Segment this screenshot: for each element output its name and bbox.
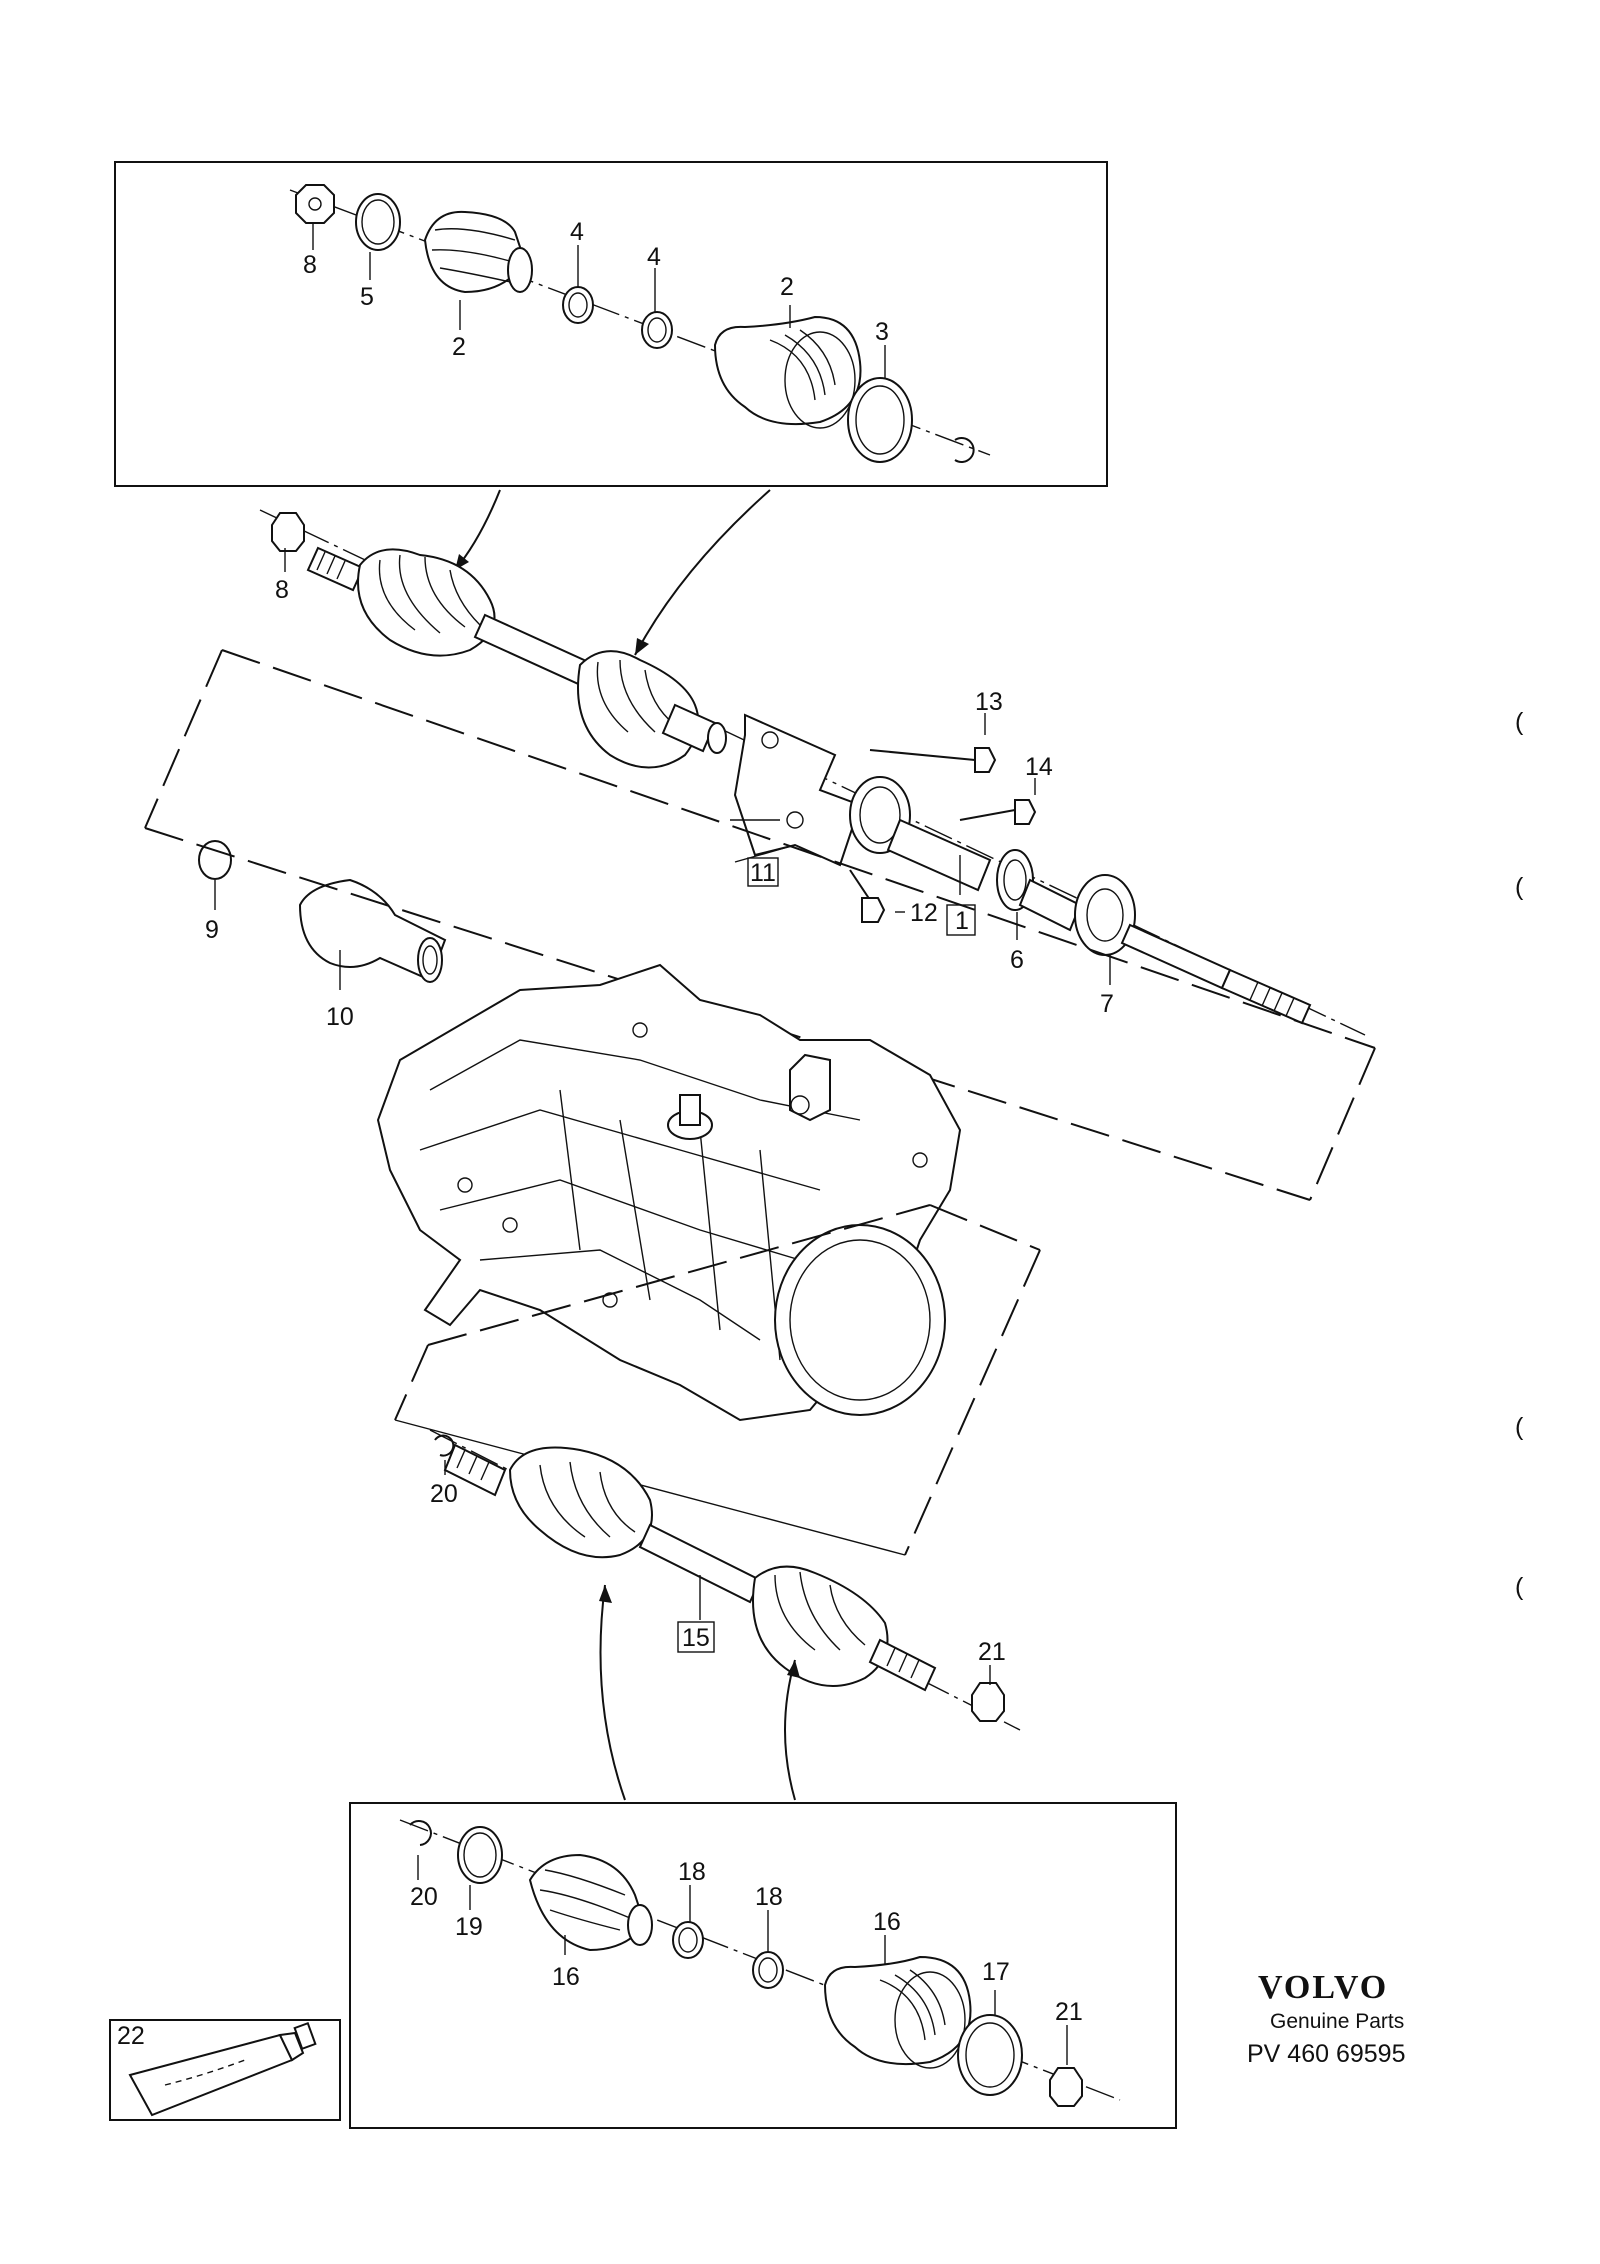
margin-mark: ( bbox=[1515, 1413, 1524, 1441]
circlip-icon bbox=[409, 1820, 432, 1846]
clamp-ring-icon bbox=[847, 377, 913, 463]
callout-label: 14 bbox=[1025, 753, 1053, 781]
clamp-ring-icon bbox=[957, 2014, 1023, 2096]
part-number: PV 460 69595 bbox=[1247, 2040, 1405, 2068]
callout-label: 5 bbox=[360, 283, 374, 311]
boxed-callout bbox=[747, 857, 779, 887]
callout-label: 16 bbox=[552, 1963, 580, 1991]
callout-leaders bbox=[312, 222, 886, 378]
clamp-ring-icon bbox=[457, 1826, 503, 1884]
clamp-ring-icon bbox=[355, 193, 401, 251]
callout-label: 18 bbox=[678, 1858, 706, 1886]
circlip-icon bbox=[434, 1434, 455, 1457]
callout-label: 2 bbox=[780, 273, 794, 301]
callout-label: 8 bbox=[275, 576, 289, 604]
boxed-callout bbox=[946, 904, 976, 936]
brand-block: VOLVO Genuine Parts PV 460 69595 bbox=[1247, 1969, 1405, 2068]
bolt-head-icon bbox=[1014, 799, 1037, 825]
callout-label: 2 bbox=[452, 333, 466, 361]
boot-clamp-icon bbox=[672, 1921, 704, 1959]
boxed-callout bbox=[677, 1621, 715, 1653]
margin-mark: ( bbox=[1515, 873, 1524, 901]
callout-label: 11 bbox=[750, 859, 776, 887]
lower-dashed-enclosure bbox=[394, 1204, 1041, 1556]
bottom-inset-callouts bbox=[417, 1855, 1068, 2065]
brand-tagline: Genuine Parts bbox=[1270, 2010, 1404, 2033]
callout-label: 1 bbox=[955, 907, 969, 935]
lower-shaft-callouts bbox=[444, 1460, 991, 1685]
callout-label: 21 bbox=[978, 1638, 1006, 1666]
brand-logo: VOLVO bbox=[1258, 1969, 1388, 2006]
cv-boot-icon bbox=[713, 315, 862, 429]
upper-dashed-enclosure bbox=[144, 649, 1376, 1201]
sleeve-icon bbox=[298, 878, 447, 983]
margin-mark: ( bbox=[1515, 708, 1524, 736]
reference-arrows-bottom bbox=[599, 1584, 800, 1801]
lower-drive-shaft bbox=[429, 1429, 1021, 1731]
boot-clamp-icon bbox=[641, 311, 673, 349]
upper-shaft-callouts bbox=[214, 548, 1111, 990]
circlip-icon bbox=[954, 437, 975, 463]
nut-icon bbox=[271, 512, 305, 552]
callout-label: 13 bbox=[975, 688, 1003, 716]
callout-label: 21 bbox=[1055, 1998, 1083, 2026]
nut-icon bbox=[295, 184, 335, 224]
nut-icon bbox=[1049, 2067, 1083, 2107]
callout-label: 15 bbox=[682, 1624, 710, 1652]
bearing-bracket-icon bbox=[733, 713, 911, 867]
upper-drive-shaft bbox=[198, 509, 1366, 1036]
callout-label: 22 bbox=[117, 2022, 145, 2050]
top-inset-box: 8 5 2 4 4 2 3 bbox=[114, 161, 1108, 487]
callout-label: 4 bbox=[647, 243, 661, 271]
bottom-inset-box bbox=[349, 1802, 1177, 2129]
margin-mark: ( bbox=[1515, 1573, 1524, 1601]
callout-label: 20 bbox=[410, 1883, 438, 1911]
o-ring-icon bbox=[198, 840, 232, 880]
callout-label: 12 bbox=[910, 899, 938, 927]
callout-label: 17 bbox=[982, 1958, 1010, 1986]
callout-label: 18 bbox=[755, 1883, 783, 1911]
grease-tube-box: 22 bbox=[109, 2019, 341, 2121]
callout-label: 19 bbox=[455, 1913, 483, 1941]
cv-boot-icon bbox=[423, 210, 533, 294]
callout-label: 16 bbox=[873, 1908, 901, 1936]
callout-label: 10 bbox=[326, 1003, 354, 1031]
bolt-head-icon bbox=[861, 897, 886, 923]
callout-label: 4 bbox=[570, 218, 584, 246]
cv-boot-icon bbox=[528, 1853, 653, 1952]
callout-label: 20 bbox=[430, 1480, 458, 1508]
bolt-head-icon bbox=[974, 747, 997, 773]
cv-boot-icon bbox=[823, 1955, 972, 2069]
callout-label: 9 bbox=[205, 916, 219, 944]
callout-label: 3 bbox=[875, 318, 889, 346]
grease-tube-icon bbox=[128, 2021, 317, 2117]
callout-label: 8 bbox=[303, 251, 317, 279]
nut-icon bbox=[971, 1682, 1005, 1722]
gearbox-icon bbox=[376, 963, 962, 1422]
callout-label: 7 bbox=[1100, 990, 1114, 1018]
callout-label: 6 bbox=[1010, 946, 1024, 974]
